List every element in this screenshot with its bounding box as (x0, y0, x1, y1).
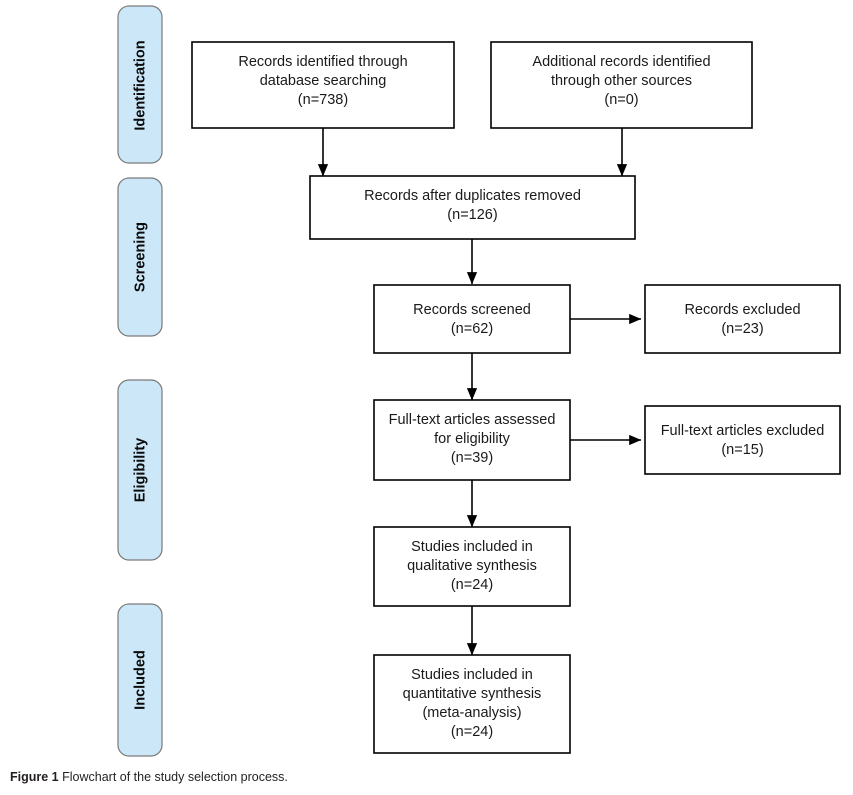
node-quantitative-synthesis-line-2: quantitative synthesis (403, 686, 542, 702)
node-records-other-line-2: through other sources (551, 73, 692, 89)
node-fulltext-excluded-line-2: (n=15) (721, 442, 763, 458)
node-duplicates-removed-box (309, 175, 636, 240)
stage-eligibility-label: Eligibility (132, 438, 148, 502)
node-fulltext-assessed-line-3: (n=39) (451, 450, 493, 466)
node-records-database-line-2: database searching (260, 73, 387, 89)
node-qualitative-synthesis-line-1: Studies included in (411, 539, 533, 555)
stage-included: Included (117, 603, 163, 757)
node-qualitative-synthesis: Studies included in qualitative synthesi… (373, 526, 571, 607)
node-fulltext-excluded-box (644, 405, 841, 475)
node-records-other-box (490, 41, 753, 129)
figure-caption: Figure 1 Flowchart of the study selectio… (10, 770, 288, 784)
node-qualitative-synthesis-line-3: (n=24) (451, 577, 493, 593)
node-quantitative-synthesis-box (373, 654, 571, 754)
stage-screening: Screening (117, 177, 163, 337)
node-fulltext-assessed-box (373, 399, 571, 481)
node-fulltext-excluded-line-1: Full-text articles excluded (661, 423, 825, 439)
stage-eligibility: Eligibility (117, 379, 163, 561)
node-records-database-box (191, 41, 455, 129)
stage-screening-label: Screening (132, 222, 148, 292)
node-records-screened: Records screened (n=62) (373, 284, 571, 354)
node-records-screened-box (373, 284, 571, 354)
figure-caption-label: Figure 1 (10, 770, 59, 784)
node-records-database-line-1: Records identified through (238, 54, 407, 70)
node-fulltext-assessed: Full-text articles assessed for eligibil… (373, 399, 571, 481)
node-records-database-line-3: (n=738) (298, 92, 348, 108)
stage-screening-box (117, 177, 163, 337)
stage-identification-box (117, 5, 163, 164)
figure-caption-text: Flowchart of the study selection process… (62, 770, 288, 784)
stage-identification: Identification (117, 5, 163, 164)
node-records-excluded-line-1: Records excluded (684, 302, 800, 318)
node-fulltext-excluded: Full-text articles excluded (n=15) (644, 405, 841, 475)
stage-sidebar: Identification Screening Eligibility Inc… (117, 5, 163, 757)
node-records-excluded-line-2: (n=23) (721, 321, 763, 337)
node-duplicates-removed-line-1: Records after duplicates removed (364, 188, 581, 204)
node-records-excluded: Records excluded (n=23) (644, 284, 841, 354)
node-records-other-line-1: Additional records identified (532, 54, 710, 70)
node-records-screened-line-2: (n=62) (451, 321, 493, 337)
node-quantitative-synthesis-line-4: (n=24) (451, 724, 493, 740)
node-fulltext-assessed-line-1: Full-text articles assessed (389, 412, 556, 428)
node-records-other: Additional records identified through ot… (490, 41, 753, 129)
stage-included-box (117, 603, 163, 757)
node-records-excluded-box (644, 284, 841, 354)
node-records-database: Records identified through database sear… (191, 41, 455, 129)
node-quantitative-synthesis-line-3: (meta-analysis) (422, 705, 521, 721)
stage-included-label: Included (132, 650, 148, 710)
stage-eligibility-box (117, 379, 163, 561)
node-records-other-line-3: (n=0) (604, 92, 638, 108)
node-duplicates-removed-line-2: (n=126) (447, 207, 497, 223)
stage-identification-label: Identification (132, 40, 148, 130)
node-qualitative-synthesis-box (373, 526, 571, 607)
node-duplicates-removed: Records after duplicates removed (n=126) (309, 175, 636, 240)
node-records-screened-line-1: Records screened (413, 302, 531, 318)
node-quantitative-synthesis-line-1: Studies included in (411, 667, 533, 683)
node-quantitative-synthesis: Studies included in quantitative synthes… (373, 654, 571, 754)
node-qualitative-synthesis-line-2: qualitative synthesis (407, 558, 537, 574)
node-fulltext-assessed-line-2: for eligibility (434, 431, 510, 447)
flow-connectors (317, 128, 642, 656)
